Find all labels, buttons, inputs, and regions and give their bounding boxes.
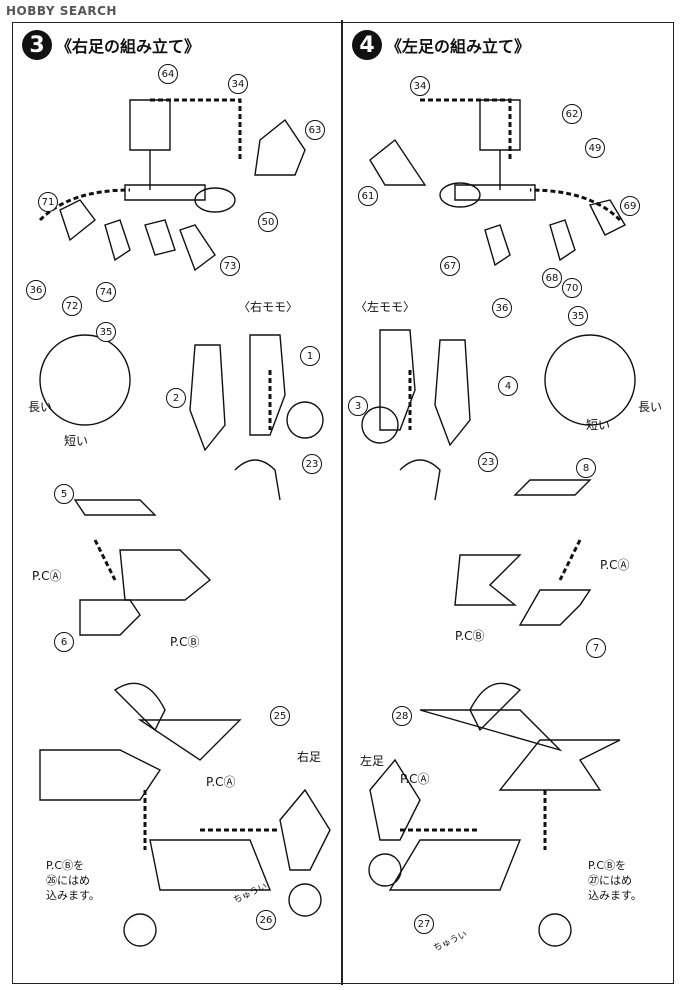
pc-a-label-step3-lower: P.CⒶ bbox=[206, 775, 236, 789]
part-number: 62 bbox=[562, 104, 582, 124]
part-number: 27 bbox=[414, 914, 434, 934]
part-number: 68 bbox=[542, 268, 562, 288]
part-number: 1 bbox=[300, 346, 320, 366]
pc-a-label-step3-upper: P.CⒶ bbox=[32, 569, 62, 583]
part-number: 64 bbox=[158, 64, 178, 84]
part-number: 61 bbox=[358, 186, 378, 206]
right-thigh-label: 〈右モモ〉 bbox=[238, 300, 299, 314]
part-number: 35 bbox=[96, 322, 116, 342]
pc-a-label-step4-upper: P.CⒶ bbox=[600, 558, 630, 572]
pc-b-label-step3-upper: P.CⒷ bbox=[170, 635, 200, 649]
part-number: 34 bbox=[228, 74, 248, 94]
step-4-number: 4 bbox=[352, 30, 382, 60]
left-leg-label: 左足 bbox=[360, 754, 385, 768]
part-number: 23 bbox=[478, 452, 498, 472]
note-step3-line1: P.CⒷを bbox=[46, 859, 85, 872]
note-step3: P.CⒷを ㉖にはめ 込みます。 bbox=[46, 858, 100, 903]
long-label-left: 長い bbox=[638, 400, 663, 414]
part-number: 3 bbox=[348, 396, 368, 416]
part-number: 28 bbox=[392, 706, 412, 726]
note-step3-line2: ㉖にはめ bbox=[46, 874, 90, 887]
short-label-left: 短い bbox=[586, 418, 611, 432]
part-number: 6 bbox=[54, 632, 74, 652]
part-number: 7 bbox=[586, 638, 606, 658]
step-3-title: 《右足の組み立て》 bbox=[56, 37, 201, 56]
part-number: 49 bbox=[585, 138, 605, 158]
right-leg-label: 右足 bbox=[297, 750, 322, 764]
part-number: 73 bbox=[220, 256, 240, 276]
part-number: 50 bbox=[258, 212, 278, 232]
step-3-heading: 3 《右足の組み立て》 bbox=[22, 30, 200, 60]
part-number: 5 bbox=[54, 484, 74, 504]
pc-a-label-step4-lower: P.CⒶ bbox=[400, 772, 430, 786]
part-number: 72 bbox=[62, 296, 82, 316]
part-number: 71 bbox=[38, 192, 58, 212]
step-4-title: 《左足の組み立て》 bbox=[386, 37, 531, 56]
part-number: 63 bbox=[305, 120, 325, 140]
part-number: 74 bbox=[96, 282, 116, 302]
part-number: 35 bbox=[568, 306, 588, 326]
step-4-heading: 4 《左足の組み立て》 bbox=[352, 30, 530, 60]
part-number: 25 bbox=[270, 706, 290, 726]
note-step4-line3: 込みます。 bbox=[588, 889, 642, 902]
short-label-right: 短い bbox=[64, 434, 89, 448]
long-label-right: 長い bbox=[28, 400, 53, 414]
part-number: 36 bbox=[26, 280, 46, 300]
note-step4: P.CⒷを ㉗にはめ 込みます。 bbox=[588, 858, 642, 903]
step-3-number: 3 bbox=[22, 30, 52, 60]
part-number: 69 bbox=[620, 196, 640, 216]
part-number: 8 bbox=[576, 458, 596, 478]
left-thigh-label: 〈左モモ〉 bbox=[355, 300, 416, 314]
part-number: 70 bbox=[562, 278, 582, 298]
watermark: HOBBY SEARCH bbox=[6, 4, 117, 18]
column-divider bbox=[341, 20, 343, 985]
part-number: 4 bbox=[498, 376, 518, 396]
note-step4-line1: P.CⒷを bbox=[588, 859, 627, 872]
pc-b-label-step4-upper: P.CⒷ bbox=[455, 629, 485, 643]
page-frame bbox=[12, 22, 674, 984]
part-number: 34 bbox=[410, 76, 430, 96]
part-number: 2 bbox=[166, 388, 186, 408]
part-number: 26 bbox=[256, 910, 276, 930]
part-number: 36 bbox=[492, 298, 512, 318]
note-step3-line3: 込みます。 bbox=[46, 889, 100, 902]
part-number: 23 bbox=[302, 454, 322, 474]
note-step4-line2: ㉗にはめ bbox=[588, 874, 632, 887]
part-number: 67 bbox=[440, 256, 460, 276]
